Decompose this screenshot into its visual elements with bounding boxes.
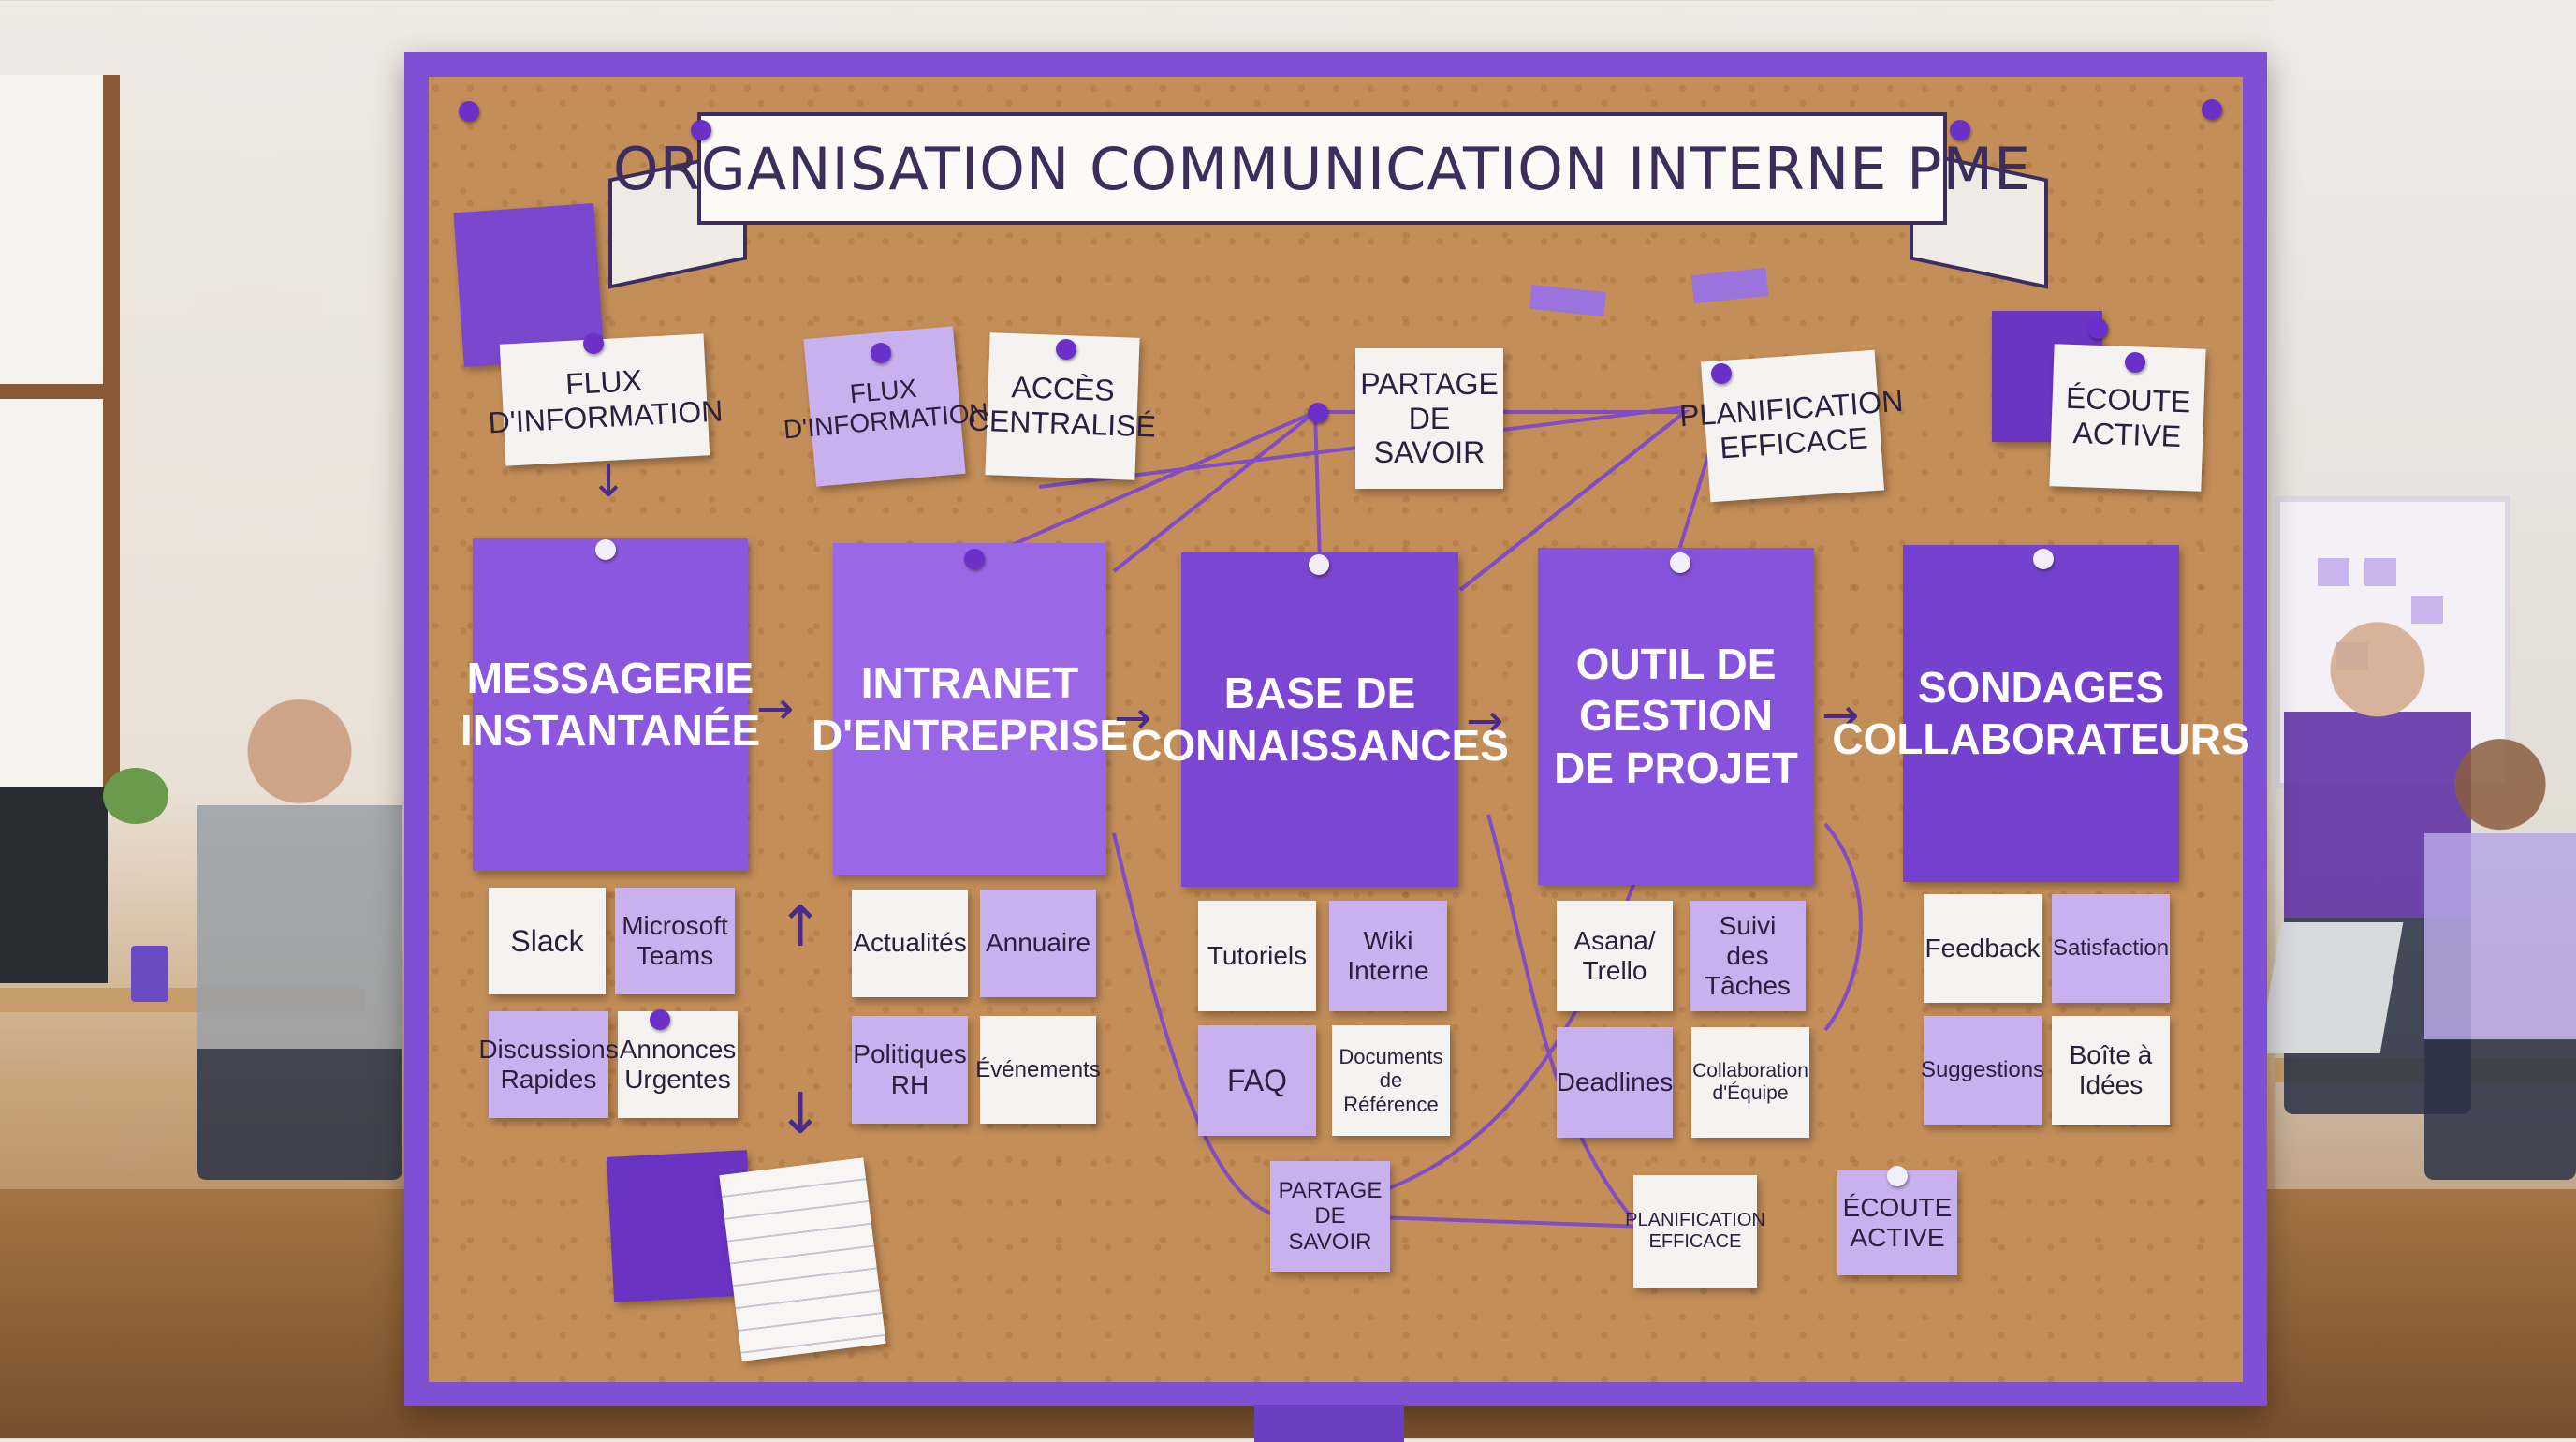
push-pin	[871, 343, 891, 363]
arrow-down-icon: ↓	[590, 455, 628, 508]
push-pin	[650, 1009, 670, 1030]
push-pin	[1711, 363, 1732, 384]
person-with-laptop	[2424, 730, 2576, 1180]
arrow-right-icon: →	[756, 683, 795, 735]
page-title: ORGANISATION COMMUNICATION INTERNE PME	[612, 134, 2032, 203]
note-faq: FAQ	[1198, 1025, 1316, 1136]
note-boite-idees: Boîte à Idées	[2052, 1016, 2170, 1125]
note-politiques-rh: Politiques RH	[852, 1016, 968, 1124]
push-pin	[1887, 1166, 1908, 1186]
note-planification-efficace-bottom: PLANIFICATION EFFICACE	[1625, 1175, 1765, 1288]
person-at-desk	[197, 693, 402, 1180]
note-partage-savoir-bottom: PARTAGE DE SAVOIR	[1270, 1161, 1390, 1272]
push-pin	[2033, 549, 2054, 569]
pen-cup	[131, 946, 168, 1002]
note-evenements: Événements	[975, 1016, 1101, 1124]
note-actualites: Actualités	[852, 890, 968, 997]
arrow-right-icon: →	[1822, 689, 1860, 742]
string-line	[1674, 439, 1715, 563]
card-base-connaissances: BASE DE CONNAISSANCES	[1131, 552, 1509, 887]
note-suivi-taches: Suivi des Tâches	[1690, 901, 1806, 1011]
card-sondages-collaborateurs: SONDAGES COLLABORATEURS	[1832, 545, 2250, 882]
card-messagerie-instantanee: MESSAGERIE INSTANTANÉE	[461, 538, 760, 871]
note-wiki-interne: Wiki Interne	[1329, 901, 1447, 1011]
note-documents-reference: Documents de Référence	[1332, 1025, 1450, 1136]
push-pin	[1309, 554, 1329, 575]
board-stand	[1254, 1405, 1404, 1442]
lined-notepaper	[719, 1157, 886, 1361]
monitor	[0, 787, 108, 983]
whiteboard-sticky	[2318, 558, 2349, 586]
string-line	[1112, 410, 1317, 573]
string-line	[1112, 832, 1293, 1219]
push-pin	[595, 539, 616, 560]
push-pin	[459, 101, 479, 122]
note-discussions-rapides: Discussions Rapides	[478, 1011, 619, 1118]
note-satisfaction: Satisfaction	[2052, 894, 2170, 1003]
note-suggestions: Suggestions	[1921, 1016, 2044, 1125]
office-window	[0, 75, 120, 805]
note-annuaire: Annuaire	[980, 890, 1096, 997]
note-ecoute-active-bottom: ÉCOUTE ACTIVE	[1837, 1170, 1957, 1275]
arrow-right-icon: →	[1114, 692, 1152, 744]
string-line	[1486, 814, 1649, 1238]
string-line	[1823, 822, 1863, 1032]
note-annonces-urgentes: Annonces Urgentes	[618, 1011, 738, 1118]
note-feedback: Feedback	[1924, 894, 2042, 1003]
push-pin	[1670, 552, 1690, 573]
arrow-down-icon: ↓	[777, 1082, 825, 1147]
plant	[103, 768, 168, 824]
title-banner: ORGANISATION COMMUNICATION INTERNE PME	[613, 112, 2030, 225]
card-intranet-entreprise: INTRANET D'ENTREPRISE	[812, 543, 1128, 876]
card-outil-gestion-projet: OUTIL DE GESTION DE PROJET	[1538, 548, 1814, 885]
push-pin	[1950, 120, 1970, 140]
note-slack: Slack	[489, 888, 606, 994]
string-line	[1375, 1215, 1648, 1229]
push-pin	[1056, 339, 1076, 360]
push-pin	[1308, 403, 1328, 423]
push-pin	[2202, 99, 2222, 120]
note-flux-information: FLUX D'INFORMATION	[488, 333, 724, 466]
note-collaboration-equipe: Collaboration d'Équipe	[1691, 1027, 1809, 1138]
push-pin	[964, 549, 985, 569]
whiteboard-sticky	[2364, 558, 2396, 586]
string-line	[1313, 411, 1322, 563]
note-deadlines: Deadlines	[1557, 1027, 1673, 1138]
string-line	[973, 410, 1316, 564]
note-microsoft-teams: Microsoft Teams	[615, 888, 735, 994]
push-pin	[691, 120, 711, 140]
arrow-right-icon: →	[1466, 695, 1504, 747]
string-line	[1356, 814, 1659, 1200]
push-pin	[2087, 318, 2108, 339]
string-line	[1458, 410, 1687, 592]
note-asana-trello: Asana/ Trello	[1557, 901, 1673, 1011]
push-pin	[583, 333, 604, 354]
note-partage-savoir: PARTAGE DE SAVOIR	[1355, 348, 1503, 489]
push-pin	[2125, 352, 2145, 373]
arrow-up-icon: ↑	[777, 894, 825, 960]
note-tutoriels: Tutoriels	[1198, 901, 1316, 1011]
